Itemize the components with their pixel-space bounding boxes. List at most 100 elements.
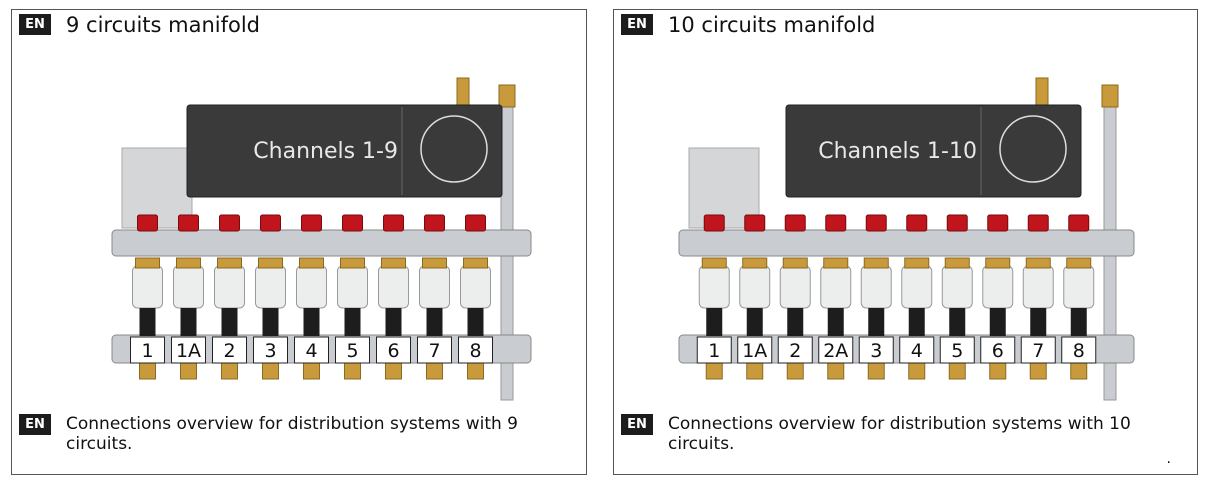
port-label: 4 — [305, 340, 317, 362]
port-label-box — [980, 336, 1016, 364]
actuator-nut — [823, 257, 849, 269]
language-badge: EN — [621, 14, 653, 35]
port-label-box — [130, 336, 165, 364]
port-label-box — [171, 336, 206, 364]
actuator-nut — [217, 257, 242, 269]
actuator-nut — [985, 257, 1011, 269]
brass-outlet — [1029, 362, 1047, 380]
brass-outlet — [180, 362, 197, 380]
circuit-connector — [908, 308, 925, 336]
port-label: 2A — [823, 340, 848, 362]
valve-cap — [865, 214, 887, 232]
actuator — [982, 265, 1014, 309]
brass-outlet — [426, 362, 443, 380]
valve-cap — [825, 214, 847, 232]
port-label: 8 — [1073, 340, 1085, 362]
footer-mark: . — [1166, 451, 1171, 467]
actuator-nut — [782, 257, 808, 269]
port-label: 7 — [428, 340, 440, 362]
port-label: 1 — [141, 340, 153, 362]
circuit-connector — [139, 308, 156, 336]
actuator — [214, 265, 245, 309]
circuit-connector — [949, 308, 966, 336]
controller-label: Channels 1-9 — [253, 139, 398, 164]
caption-text: Connections overview for distribution sy… — [668, 414, 1131, 454]
port-label: 6 — [992, 340, 1004, 362]
valve-cap — [465, 214, 486, 232]
port-label-box — [294, 336, 329, 364]
valve-cap — [137, 214, 158, 232]
port-label-box — [417, 336, 452, 364]
actuator-nut — [1025, 257, 1051, 269]
valve-cap — [946, 214, 968, 232]
port-label: 5 — [951, 340, 963, 362]
circuit-connector — [827, 308, 844, 336]
actuator-nut — [135, 257, 160, 269]
actuator — [1022, 265, 1054, 309]
valve-cap — [784, 214, 806, 232]
brass-outlet — [385, 362, 402, 380]
port-label-box — [899, 336, 935, 364]
port-label-box — [458, 336, 493, 364]
actuator-nut — [742, 257, 768, 269]
port-label: 8 — [469, 340, 481, 362]
circuit-connector — [303, 308, 320, 336]
actuator-nut — [176, 257, 201, 269]
valve-cap — [744, 214, 766, 232]
port-label-box — [696, 336, 732, 364]
circuit-connector — [706, 308, 723, 336]
valve-cap — [342, 214, 363, 232]
brass-outlet — [139, 362, 156, 380]
brass-outlet — [1070, 362, 1088, 380]
actuator — [941, 265, 973, 309]
circuit-connector — [1070, 308, 1087, 336]
panel-title: 10 circuits manifold — [668, 13, 876, 37]
antenna-connector — [1035, 77, 1049, 109]
actuator-nut — [340, 257, 365, 269]
circuit-connector — [868, 308, 885, 336]
valve-cap — [703, 214, 725, 232]
port-label: 3 — [870, 340, 882, 362]
actuator — [460, 265, 491, 309]
caption-text: Connections overview for distribution sy… — [66, 414, 518, 454]
actuator — [296, 265, 327, 309]
port-label-box — [777, 336, 813, 364]
port-label-box — [335, 336, 370, 364]
brass-outlet — [262, 362, 279, 380]
valve-cap — [906, 214, 928, 232]
controller-dial — [999, 115, 1067, 183]
actuator-nut — [422, 257, 447, 269]
valve-cap — [424, 214, 445, 232]
actuator — [255, 265, 286, 309]
port-label-box — [1061, 336, 1097, 364]
caption-language-badge: EN — [19, 414, 51, 435]
controller-box — [186, 104, 503, 198]
antenna-connector — [456, 77, 470, 109]
actuator — [1063, 265, 1095, 309]
circuit-connector — [385, 308, 402, 336]
valve-cap — [1068, 214, 1090, 232]
port-label: 2 — [789, 340, 801, 362]
port-label-box — [858, 336, 894, 364]
port-label-box — [376, 336, 411, 364]
valve-cap — [1027, 214, 1049, 232]
brass-outlet — [746, 362, 764, 380]
actuator — [378, 265, 409, 309]
valve-cap — [178, 214, 199, 232]
valve-cap — [383, 214, 404, 232]
brass-outlet — [989, 362, 1007, 380]
actuator — [739, 265, 771, 309]
brass-outlet — [908, 362, 926, 380]
caption-language-badge: EN — [621, 414, 653, 435]
port-label-box — [939, 336, 975, 364]
valve-cap — [219, 214, 240, 232]
port-label: 1 — [708, 340, 720, 362]
actuator-nut — [258, 257, 283, 269]
panel-title: 9 circuits manifold — [66, 13, 261, 37]
brass-outlet — [827, 362, 845, 380]
valve-cap — [260, 214, 281, 232]
circuit-connector — [262, 308, 279, 336]
port-label: 4 — [911, 340, 923, 362]
